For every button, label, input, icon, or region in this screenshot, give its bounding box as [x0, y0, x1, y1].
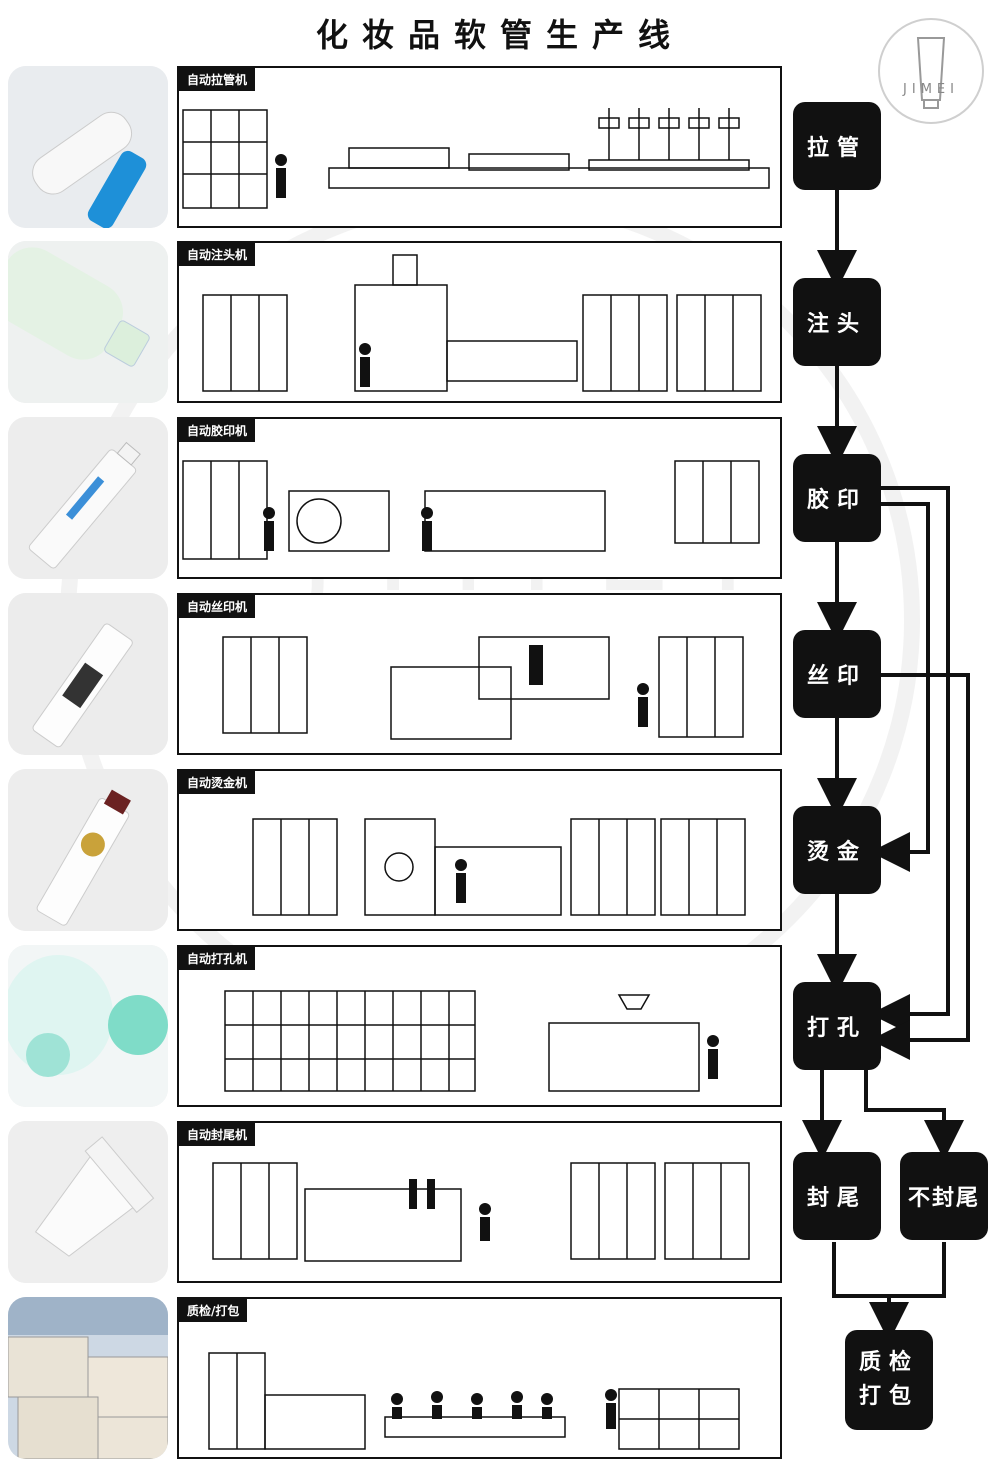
step-punch-hole: 打孔 — [793, 982, 881, 1070]
panel-inspection-packing: 质检/打包 — [177, 1297, 782, 1459]
panel-hot-stamping: 自动烫金机 — [177, 769, 782, 931]
step-offset-print: 胶印 — [793, 454, 881, 542]
offset-printing-machine-drawing — [182, 460, 760, 560]
step-pull-tube: 拉管 — [793, 102, 881, 190]
head-injection-machine-drawing — [202, 254, 762, 392]
panel-tube-pulling: 自动拉管机 — [177, 66, 782, 228]
photo-gold-tube — [8, 769, 168, 931]
silk-printing-machine-drawing — [222, 636, 744, 740]
photo-packed-boxes — [8, 1297, 168, 1459]
brand-logo: JIMEI — [878, 18, 984, 124]
photo-plain-tubes — [8, 66, 168, 228]
inspection-packing-drawing — [208, 1352, 740, 1450]
panel-label: 质检/打包 — [179, 1299, 248, 1322]
panel-label: 自动烫金机 — [179, 771, 256, 794]
panel-offset-printing: 自动胶印机 — [177, 417, 782, 579]
photo-sealed-tube — [8, 1121, 168, 1283]
logo-text: JIMEI — [903, 82, 959, 97]
photo-punched-tubes — [8, 945, 168, 1107]
step-hot-stamp: 烫金 — [793, 806, 881, 894]
step-pack-label: 打包 — [858, 1384, 919, 1409]
step-inspect-pack: 质检 打包 — [845, 1330, 933, 1430]
panel-label: 自动丝印机 — [179, 595, 256, 618]
tube-logo-icon — [916, 37, 946, 109]
tail-sealing-machine-drawing — [212, 1162, 750, 1262]
photo-tube-head — [8, 241, 168, 403]
panel-hole-punching: 自动打孔机 — [177, 945, 782, 1107]
panel-tail-sealing: 自动封尾机 — [177, 1121, 782, 1283]
panel-label: 自动封尾机 — [179, 1123, 256, 1146]
page-title: 化妆品软管生产线 — [315, 16, 684, 54]
hot-stamping-machine-drawing — [252, 818, 746, 916]
hole-punching-machine-drawing — [224, 990, 719, 1092]
tube-pulling-machine-drawing — [182, 108, 770, 209]
photo-silkscreen-tube — [8, 593, 168, 755]
step-head-injection: 注头 — [793, 278, 881, 366]
panel-label: 自动打孔机 — [179, 947, 256, 970]
panel-silk-printing: 自动丝印机 — [177, 593, 782, 755]
step-silk-print: 丝印 — [793, 630, 881, 718]
panel-label: 自动拉管机 — [179, 68, 256, 91]
step-no-seal: 不封尾 — [900, 1152, 988, 1240]
step-inspect-label: 质检 — [858, 1350, 919, 1375]
panel-label: 自动注头机 — [179, 243, 256, 266]
photo-printed-tube — [8, 417, 168, 579]
step-seal-tail: 封尾 — [793, 1152, 881, 1240]
panel-head-injection: 自动注头机 — [177, 241, 782, 403]
panel-label: 自动胶印机 — [179, 419, 256, 442]
